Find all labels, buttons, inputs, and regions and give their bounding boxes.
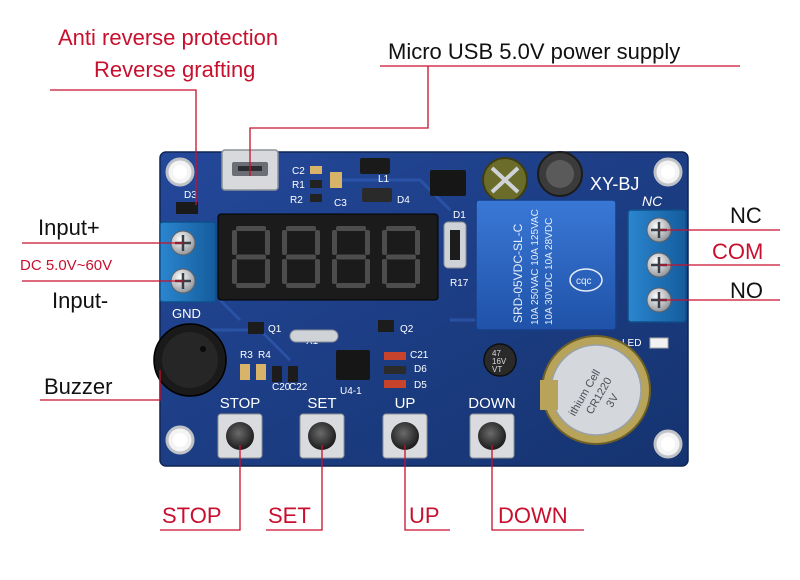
buzzer	[153, 323, 227, 397]
label-d1: D1	[453, 210, 466, 221]
label-c21: C21	[410, 350, 429, 361]
label-q2: Q2	[400, 324, 414, 335]
line-down	[491, 445, 584, 531]
label-l1: L1	[378, 174, 390, 185]
down-button[interactable]: DOWN	[468, 395, 516, 459]
seven-segment-display	[217, 213, 439, 301]
callout-lines	[22, 65, 780, 531]
set-button-silk: SET	[307, 395, 336, 412]
callout-input-plus: Input+	[38, 215, 100, 240]
relay-model: SRD-05VDC-SL-C	[511, 223, 525, 323]
callout-down: DOWN	[498, 503, 568, 528]
board-brand: XY-BJ	[590, 174, 639, 194]
callout-input-minus: Input-	[52, 288, 109, 313]
capacitor-top-left	[482, 157, 528, 203]
label-r1: R1	[292, 180, 305, 191]
relay: SRD-05VDC-SL-C 10A 250VAC 10A 125VAC 10A…	[475, 199, 617, 331]
callout-no: NO	[730, 278, 763, 303]
display-digit	[332, 226, 370, 288]
display-digit	[282, 226, 320, 288]
callout-dc-range: DC 5.0V~60V	[20, 257, 113, 274]
label-q1: Q1	[268, 324, 282, 335]
mounting-hole	[653, 157, 683, 187]
label-d4: D4	[397, 195, 410, 206]
label-r2: R2	[290, 195, 303, 206]
callout-micro-usb: Micro USB 5.0V power supply	[388, 39, 681, 64]
stop-button-silk: STOP	[220, 395, 261, 412]
push-buttons: STOP SET UP DOWN	[217, 395, 516, 459]
line-anti-reverse	[50, 89, 197, 205]
stop-button[interactable]: STOP	[217, 395, 263, 459]
label-c22: C22	[289, 382, 308, 393]
label-d3: D3	[184, 190, 197, 201]
diode-d1	[443, 221, 467, 269]
callout-up: UP	[409, 503, 440, 528]
gnd-silk: GND	[172, 306, 201, 321]
smd-components-top	[176, 158, 466, 214]
relay-rating-ac: 10A 250VAC 10A 125VAC	[530, 209, 541, 325]
line-up	[404, 445, 450, 531]
label-d5: D5	[414, 380, 427, 391]
relay-brand: cqc	[576, 276, 592, 287]
callout-com: COM	[712, 239, 764, 264]
label-led: LED	[622, 338, 641, 349]
label-c20: C20	[272, 382, 291, 393]
line-micro-usb	[249, 65, 740, 176]
label-r4: R4	[258, 350, 271, 361]
mounting-hole	[165, 157, 195, 187]
line-set	[266, 445, 323, 531]
callout-anti-reverse-line2: Reverse grafting	[94, 57, 256, 82]
callout-anti-reverse-line1: Anti reverse protection	[58, 25, 279, 50]
line-stop	[160, 445, 241, 531]
label-c2: C2	[292, 166, 305, 177]
relay-rating-dc: 10A 30VDC 10A 28VDC	[544, 218, 555, 325]
label-r3: R3	[240, 350, 253, 361]
set-button[interactable]: SET	[299, 395, 345, 459]
callout-nc: NC	[730, 203, 762, 228]
callout-set: SET	[268, 503, 311, 528]
down-button-silk: DOWN	[468, 395, 516, 412]
battery-holder: ithium Cell CR1220 3V	[540, 335, 651, 445]
mounting-hole	[165, 425, 195, 455]
crystal-and-ics	[240, 320, 669, 388]
callout-stop: STOP	[162, 503, 222, 528]
line-buzzer	[40, 370, 161, 401]
display-digit	[232, 226, 270, 288]
relay-cqc-mark: cqc	[569, 268, 603, 292]
display-digit	[382, 226, 420, 288]
mounting-hole	[653, 429, 683, 459]
label-c3: C3	[334, 198, 347, 209]
label-u4: U4-1	[340, 386, 362, 397]
capacitor-top-right	[537, 151, 583, 197]
terminal-nc-silk: NC	[642, 193, 663, 209]
callout-buzzer: Buzzer	[44, 374, 113, 399]
up-button[interactable]: UP	[382, 395, 428, 459]
output-terminal-block: NC	[627, 193, 687, 323]
label-r17: R17	[450, 278, 469, 289]
label-d6: D6	[414, 364, 427, 375]
up-button-silk: UP	[395, 395, 416, 412]
